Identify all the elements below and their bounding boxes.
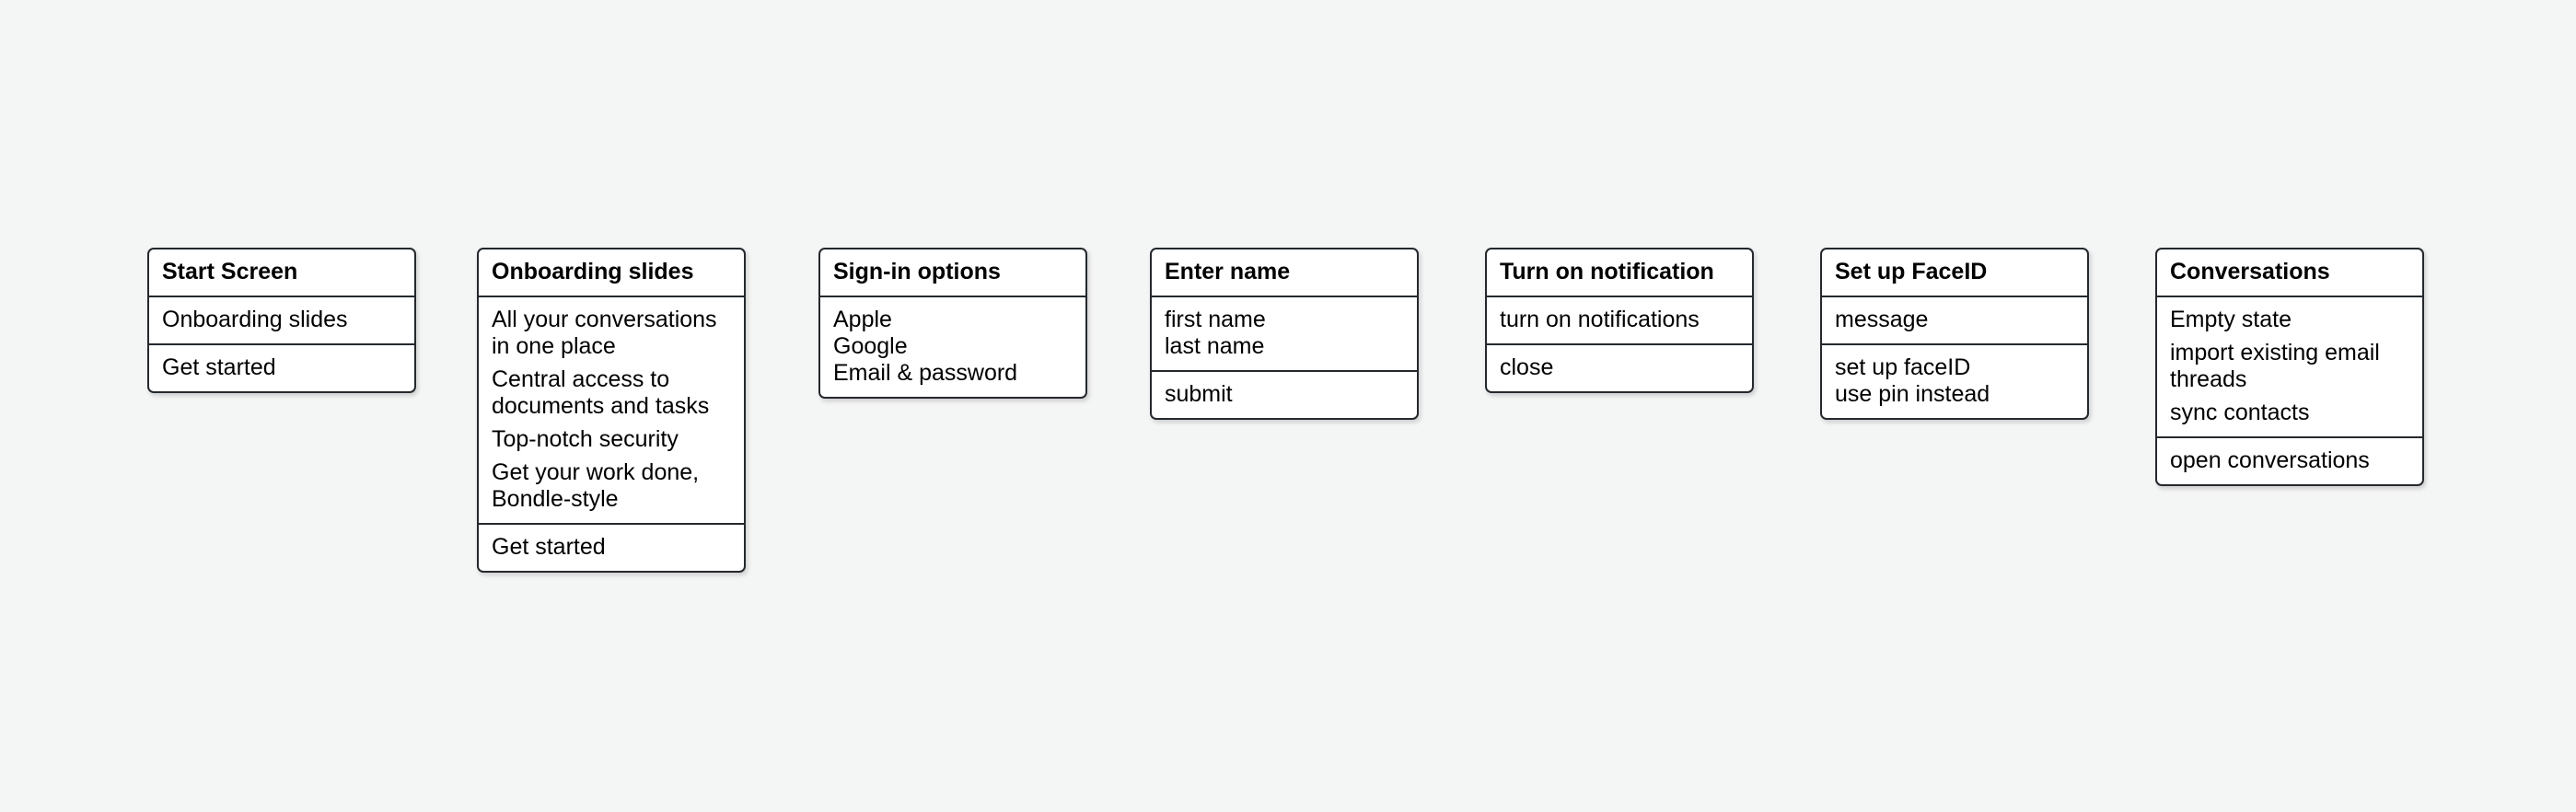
card-title-onboarding-slides: Onboarding slides	[479, 249, 744, 297]
card-item[interactable]: Top-notch security	[492, 426, 679, 452]
card-item[interactable]: Central access to documents and tasks	[492, 366, 710, 419]
card-section: Onboarding slides	[149, 297, 414, 345]
card-item[interactable]: Onboarding slides	[162, 307, 348, 332]
card-item[interactable]: use pin instead	[1835, 381, 1990, 407]
card-item[interactable]: Get started	[162, 354, 276, 380]
card-item[interactable]: Google	[833, 333, 908, 359]
card-title-conversations: Conversations	[2157, 249, 2422, 297]
card-item[interactable]: All your conversations in one place	[492, 307, 717, 359]
card-item[interactable]: last name	[1165, 333, 1265, 359]
card-section: message	[1822, 297, 2087, 345]
card-item[interactable]: Empty state	[2170, 307, 2292, 332]
card-turn-on-notification[interactable]: Turn on notification turn on notification…	[1485, 248, 1754, 393]
card-item[interactable]: open conversations	[2170, 447, 2370, 473]
card-item[interactable]: turn on notifications	[1500, 307, 1700, 332]
card-title-set-up-faceid: Set up FaceID	[1822, 249, 2087, 297]
card-title-start-screen: Start Screen	[149, 249, 414, 297]
card-item[interactable]: message	[1835, 307, 1929, 332]
card-item[interactable]: Apple	[833, 307, 892, 332]
card-section: Get started	[479, 525, 744, 571]
card-section: turn on notifications	[1487, 297, 1752, 345]
card-item[interactable]: Get your work done, Bondle-style	[492, 459, 700, 512]
card-section: Get started	[149, 345, 414, 391]
card-title-turn-on-notification: Turn on notification	[1487, 249, 1752, 297]
card-item[interactable]: Get started	[492, 534, 606, 560]
card-item[interactable]: Email & password	[833, 360, 1018, 386]
card-item[interactable]: close	[1500, 354, 1554, 380]
card-item[interactable]: first name	[1165, 307, 1266, 332]
card-item[interactable]: import existing email threads	[2170, 340, 2380, 392]
card-section: close	[1487, 345, 1752, 391]
card-title-sign-in-options: Sign-in options	[820, 249, 1085, 297]
card-section: submit	[1152, 372, 1417, 418]
card-item[interactable]: sync contacts	[2170, 400, 2310, 425]
card-item[interactable]: submit	[1165, 381, 1233, 407]
card-title-enter-name: Enter name	[1152, 249, 1417, 297]
card-item[interactable]: set up faceID	[1835, 354, 1971, 380]
card-section: Empty state import existing email threads…	[2157, 297, 2422, 438]
card-section: open conversations	[2157, 438, 2422, 484]
